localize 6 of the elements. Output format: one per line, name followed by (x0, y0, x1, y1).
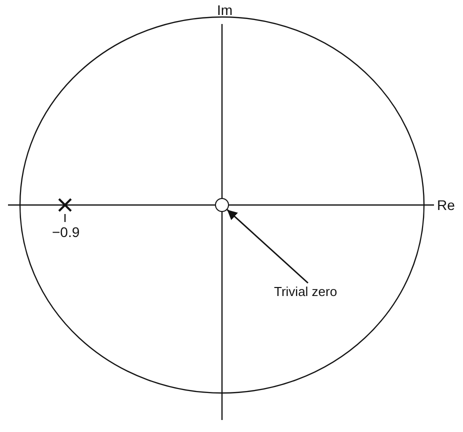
value-label: −0.9 (52, 225, 80, 239)
zero-marker (215, 198, 229, 212)
arrow (226, 209, 308, 284)
annotation-text: Trivial zero (274, 285, 364, 301)
axis-label: Re (437, 198, 455, 212)
axis-label: Im (217, 3, 233, 17)
